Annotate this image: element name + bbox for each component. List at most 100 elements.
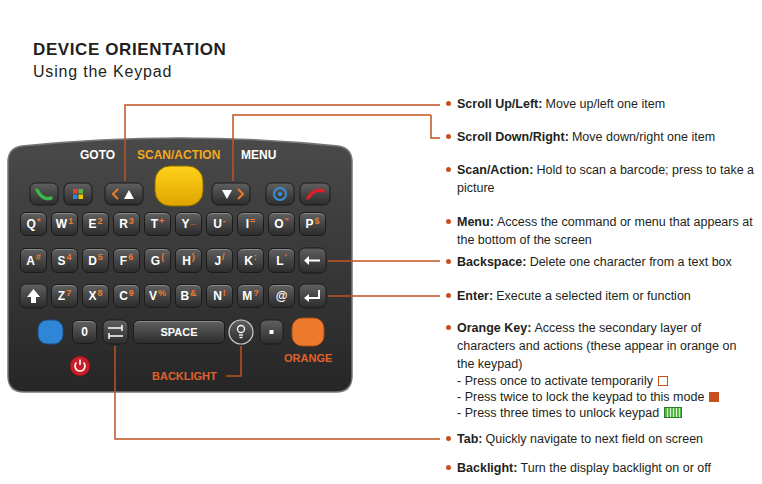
callout-text: Scroll Up/Left:Move up/left one item [457,95,757,113]
secondary-character: * [37,216,41,226]
blue-key [38,320,63,344]
bullet-dot [446,436,451,441]
leader-line [233,115,431,181]
scroll-down-right-key [212,183,250,205]
browser-key [266,183,294,205]
callout-subitem: - Press once to activate temporarily [457,373,757,389]
part-label: ORANGE [284,351,332,365]
key-character: K [244,254,253,268]
secondary-character: : [254,252,257,262]
keypad-key: O" [268,212,295,236]
key-character: I [246,217,249,231]
subitem-text: - Press twice to lock the keypad to this… [457,390,704,404]
keypad-key: SPACE [133,320,225,344]
bullet-dot [446,465,451,470]
bullet-dot [446,259,451,264]
key-character: Y [181,217,189,231]
locked-mode-icon [709,392,719,402]
secondary-character: 9 [129,288,134,298]
keypad-key: F6 [113,248,140,273]
enter-key [299,284,326,308]
keypad-key: A# [20,248,47,273]
callout-line: Backspace:Delete one character from a te… [457,253,757,271]
callout-term: Orange Key: [457,321,531,335]
callout-text: Backlight:Turn the display backlight on … [457,459,757,477]
callout-line: Scroll Down/Right:Move down/right one it… [457,128,757,146]
keypad-key: G( [144,248,171,273]
secondary-character: = [250,216,255,226]
keypad-key: J/ [206,248,233,273]
backspace-key [299,248,326,273]
key-character: T [151,217,158,231]
callout-term: Scan/Action: [457,163,533,177]
key-character: F [120,254,127,268]
callout-text: Scroll Down/Right:Move down/right one it… [457,128,757,146]
key-character: SPACE [160,325,197,339]
keypad-key: R3 [113,212,140,236]
keypad-key: T+ [144,212,171,236]
keypad-key: 0 [72,320,97,344]
callout-term: Menu: [457,215,494,229]
key-character: M [242,289,252,303]
key-label: SCAN/ACTION [137,148,220,162]
temporary-mode-icon [658,376,668,386]
keypad-key: P$ [299,212,326,236]
keypad-key: @ [268,284,295,308]
keypad-key: L' [268,248,295,273]
scan-action-key [155,166,203,206]
secondary-character: + [159,216,164,226]
key-character: S [57,254,65,268]
key-character: A [26,254,35,268]
callout-line: Menu:Access the command or menu that app… [457,213,757,249]
keypad-key: U- [206,212,233,236]
secondary-character: _ [191,216,196,226]
key-character: R [119,217,128,231]
secondary-character: 8 [98,288,103,298]
secondary-character: ( [161,252,164,262]
key-character: P [305,217,313,231]
dot-key [260,320,283,344]
secondary-character: 4 [67,252,72,262]
callout-term: Tab: [457,432,482,446]
secondary-character: " [285,216,289,226]
key-character: L [276,254,283,268]
power-key [70,356,90,376]
callout-term: Enter: [457,289,493,303]
key-character: U [213,217,222,231]
keypad-key: Y_ [175,212,202,236]
callout-line: Scroll Up/Left:Move up/left one item [457,95,757,113]
windows-key [64,183,92,205]
part-label: BACKLIGHT [152,369,217,383]
callout-term: Backlight: [457,461,517,475]
secondary-character: ' [285,252,287,262]
keypad-key: I= [237,212,264,236]
key-character: E [88,217,96,231]
secondary-character: 5 [98,252,103,262]
backlight-key [229,320,253,344]
secondary-character: 3 [129,216,134,226]
keypad-key: D5 [82,248,109,273]
callout-text: Scan/Action:Hold to scan a barcode; pres… [457,161,757,197]
secondary-character: 2 [98,216,103,226]
key-character: 0 [81,325,88,339]
key-character: C [119,289,128,303]
secondary-character: & [190,288,197,298]
unlocked-keyboard-icon [664,407,682,418]
callout-description: Quickly navigate to next field on screen [486,432,703,446]
callout-subitem: - Press three times to unlock keypad [457,405,757,421]
key-character: @ [276,289,288,303]
key-character: V [149,289,157,303]
callout-line: Backlight:Turn the display backlight on … [457,459,757,477]
keypad-key: M? [237,284,264,308]
subitem-text: - Press three times to unlock keypad [457,406,659,420]
key-character: Z [58,289,65,303]
leader-line [328,260,440,262]
secondary-character: 7 [66,288,71,298]
callout-text: Tab: Quickly navigate to next field on sc… [457,430,757,448]
keypad-housing [8,138,352,392]
keypad-key: B& [175,284,202,308]
secondary-character: - [223,216,226,226]
bullet-dot [446,293,451,298]
callout-line: Tab: Quickly navigate to next field on sc… [457,430,757,448]
keypad-key: K: [237,248,264,273]
